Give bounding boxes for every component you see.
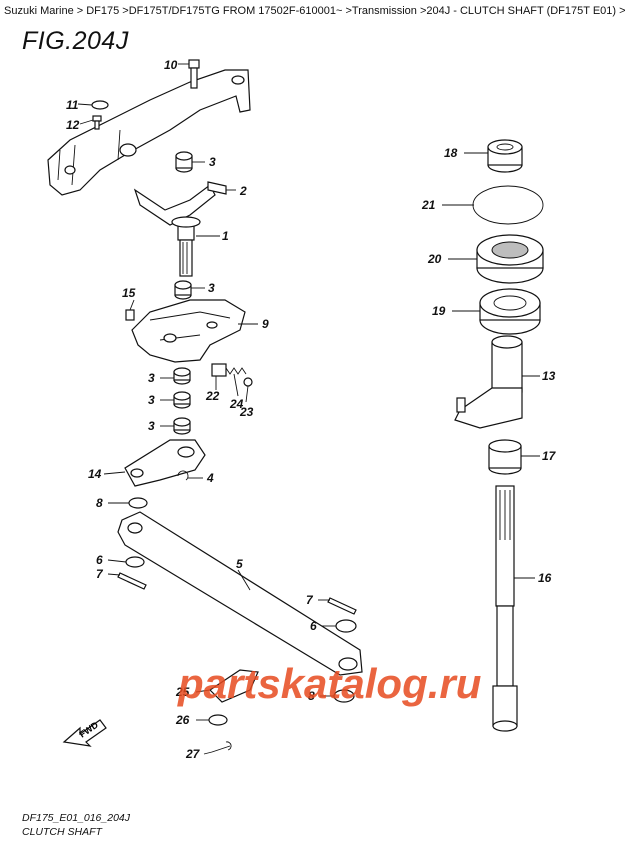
pin-2 xyxy=(207,181,227,195)
callout-3: 3 xyxy=(148,419,155,433)
cotter-pin-7-right xyxy=(327,597,357,615)
washer-26 xyxy=(208,714,228,726)
fwd-arrow-icon: FWD xyxy=(62,719,107,747)
callout-7: 7 xyxy=(306,593,314,607)
callout-20: 20 xyxy=(427,252,442,266)
callout-5: 5 xyxy=(236,557,243,571)
washer-6-right xyxy=(335,619,357,633)
cap-18 xyxy=(487,139,523,173)
callout-22: 22 xyxy=(205,389,220,403)
bearing-20 xyxy=(476,234,544,284)
footer-name: CLUTCH SHAFT xyxy=(22,826,102,838)
clip-4 xyxy=(177,470,189,481)
callout-numbers: 10 11 12 3 2 1 3 15 9 3 3 3 22 24 23 14 … xyxy=(66,58,557,761)
clutch-shaft-16 xyxy=(492,485,518,732)
pin-27 xyxy=(211,741,232,753)
callout-1: 1 xyxy=(222,229,229,243)
callout-16: 16 xyxy=(538,571,552,585)
callout-24: 24 xyxy=(229,397,244,411)
cam-13 xyxy=(454,335,523,429)
callout-3: 3 xyxy=(148,371,155,385)
exploded-parts-diagram: FWD 10 xyxy=(47,58,557,761)
shift-lever-1 xyxy=(133,184,216,277)
callout-6: 6 xyxy=(96,553,103,567)
callout-6: 6 xyxy=(310,619,317,633)
link-rod-5 xyxy=(117,511,363,676)
washer-8-top xyxy=(128,497,148,509)
callout-27: 27 xyxy=(185,747,201,761)
callout-14: 14 xyxy=(88,467,102,481)
callout-12: 12 xyxy=(66,118,80,132)
plunger-22 xyxy=(211,363,227,377)
bushing-3-top xyxy=(175,151,193,173)
callout-8: 8 xyxy=(96,496,103,510)
callout-26: 26 xyxy=(175,713,190,727)
clutch-housing-9 xyxy=(131,299,246,363)
bushing-3-b xyxy=(173,391,191,409)
callout-3: 3 xyxy=(208,281,215,295)
callout-9: 9 xyxy=(262,317,269,331)
callout-11: 11 xyxy=(66,98,79,112)
washer-6-left xyxy=(125,556,145,568)
callout-2: 2 xyxy=(239,184,247,198)
bolt-15 xyxy=(125,309,135,321)
leader-lines xyxy=(77,63,540,755)
callout-13: 13 xyxy=(542,369,556,383)
callout-17: 17 xyxy=(542,449,557,463)
snap-ring-21 xyxy=(472,185,544,225)
bushing-3-a xyxy=(173,367,191,385)
lever-14 xyxy=(124,439,206,487)
callout-25: 25 xyxy=(175,685,190,699)
bolt-12 xyxy=(92,115,102,130)
cotter-pin-7-left xyxy=(117,572,147,590)
bushing-17 xyxy=(488,439,522,475)
footer-code: DF175_E01_016_204J xyxy=(22,812,131,824)
callout-8: 8 xyxy=(308,689,315,703)
ball-23 xyxy=(243,377,253,387)
washer-11 xyxy=(91,100,109,110)
callout-18: 18 xyxy=(444,146,458,160)
callout-21: 21 xyxy=(421,198,436,212)
spring-24 xyxy=(225,367,247,375)
callout-4: 4 xyxy=(206,471,214,485)
breadcrumb[interactable]: Suzuki Marine > DF175 >DF175T/DF175TG FR… xyxy=(4,5,626,17)
callout-7: 7 xyxy=(96,567,104,581)
figure-title: FIG.204J xyxy=(22,27,129,55)
callout-15: 15 xyxy=(122,286,136,300)
callout-19: 19 xyxy=(432,304,446,318)
plate-25 xyxy=(209,669,259,703)
callout-3: 3 xyxy=(209,155,216,169)
callout-23: 23 xyxy=(239,405,254,419)
callout-10: 10 xyxy=(164,58,178,72)
bushing-3-c xyxy=(173,417,191,435)
oil-seal-19 xyxy=(479,288,541,335)
bushing-3-mid xyxy=(174,280,192,300)
shift-bracket xyxy=(47,69,251,196)
bolt-10 xyxy=(188,59,200,89)
watermark: partskatalog.ru xyxy=(177,660,481,707)
callout-3: 3 xyxy=(148,393,155,407)
